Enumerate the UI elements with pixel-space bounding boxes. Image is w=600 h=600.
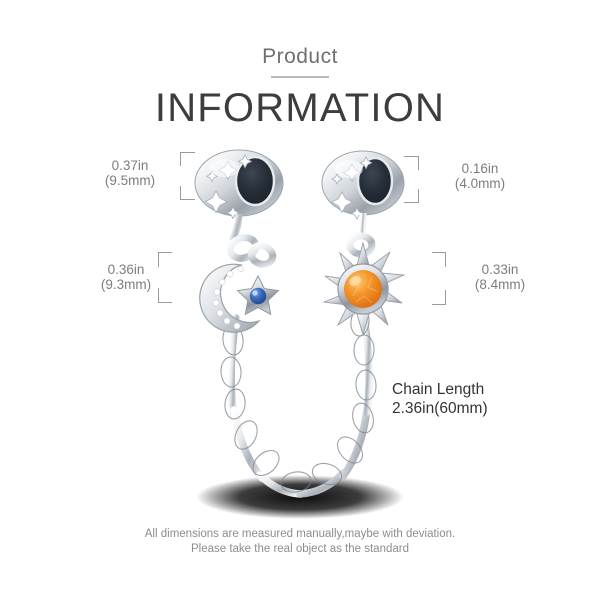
dimension-inches: 0.16in <box>461 161 499 176</box>
chain-length-value: 2.36in(60mm) <box>392 400 488 417</box>
dimension-label-bail-right: 0.16in (4.0mm) <box>432 161 528 191</box>
bracket-sun-bottom <box>432 290 446 305</box>
bracket-bail-left-bottom <box>180 186 195 200</box>
orange-gem <box>344 270 382 308</box>
right-charm-connector <box>346 212 376 258</box>
left-charm-bail <box>194 149 284 220</box>
moon-star-charm <box>199 263 280 333</box>
dimension-mm: (4.0mm) <box>454 176 506 191</box>
chain-links <box>220 307 377 493</box>
bracket-moon-bottom <box>158 288 172 303</box>
dimension-mm: (8.4mm) <box>474 277 526 292</box>
sun-charm <box>322 241 406 337</box>
dimension-inches: 0.36in <box>107 262 145 277</box>
page-eyebrow: Product <box>262 45 338 68</box>
dimension-inches: 0.33in <box>481 262 519 277</box>
bracket-bail-left-top <box>180 152 195 166</box>
dimension-label-bail-left: 0.37in (9.5mm) <box>82 158 178 188</box>
dimension-label-sun-charm: 0.33in (8.4mm) <box>452 262 548 292</box>
moon-pave-stones <box>212 266 244 330</box>
blue-gem <box>249 287 267 305</box>
bracket-bail-right-bottom <box>404 189 419 203</box>
dimension-mm: (9.5mm) <box>104 173 156 188</box>
page-title: INFORMATION <box>154 86 446 130</box>
header-divider <box>271 76 329 78</box>
right-charm-bail <box>321 150 405 220</box>
dimension-inches: 0.37in <box>111 158 149 173</box>
dimension-mm: (9.3mm) <box>100 277 152 292</box>
disclaimer: All dimensions are measured manually,may… <box>0 527 600 556</box>
chain-length-caption: Chain Length 2.36in(60mm) <box>392 380 488 418</box>
bracket-sun-top <box>432 252 446 267</box>
page-header: Product INFORMATION <box>0 0 600 129</box>
left-charm-connector <box>226 213 277 268</box>
disclaimer-line-1: All dimensions are measured manually,may… <box>144 528 456 540</box>
bracket-bail-right-top <box>404 156 419 170</box>
disclaimer-line-2: Please take the real object as the stand… <box>190 542 409 555</box>
dimension-label-moon-charm: 0.36in (9.3mm) <box>78 262 174 292</box>
safety-chain <box>227 314 373 498</box>
chain-length-label: Chain Length <box>392 381 485 398</box>
bracket-moon-top <box>158 252 172 267</box>
